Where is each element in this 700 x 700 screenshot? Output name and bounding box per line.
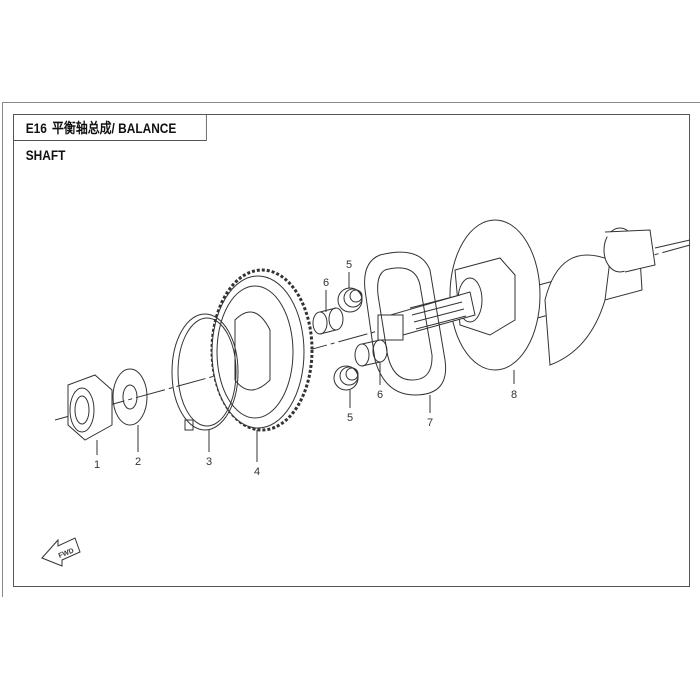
- callout-8: 8: [511, 389, 517, 401]
- part-5-spring-upper: [337, 287, 363, 313]
- part-2-washer: [112, 368, 148, 426]
- callout-5-upper: 5: [346, 259, 352, 271]
- callout-6-upper: 6: [323, 277, 329, 289]
- callout-labels: 1 2 3 4 5 6 5 6 7 8: [94, 259, 517, 478]
- part-1-nut: [67, 374, 113, 441]
- part-6-pin-lower: [354, 339, 388, 367]
- callout-6-lower: 6: [377, 389, 383, 401]
- callout-7: 7: [427, 417, 433, 429]
- callout-4: 4: [254, 466, 260, 478]
- callout-1: 1: [94, 459, 100, 471]
- section-name: 平衡轴总成/ BALANCE SHAFT: [25, 120, 177, 163]
- page-frame: [2, 102, 700, 597]
- diagram-frame: [13, 114, 690, 587]
- part-5-spring-lower: [333, 365, 359, 391]
- part-3-circlip: [171, 313, 239, 431]
- part-8-disc: [377, 219, 541, 371]
- callout-2: 2: [135, 456, 141, 468]
- callout-3: 3: [206, 456, 212, 468]
- leader-lines: [96, 272, 515, 462]
- crankshaft: [519, 227, 691, 366]
- callout-5-lower: 5: [347, 412, 353, 424]
- part-6-pin-upper: [312, 307, 344, 335]
- part-4-gear: [210, 268, 314, 432]
- fwd-arrow-icon: FWD: [41, 537, 81, 567]
- part-7-plate: [364, 251, 447, 396]
- section-code: E16: [25, 120, 47, 136]
